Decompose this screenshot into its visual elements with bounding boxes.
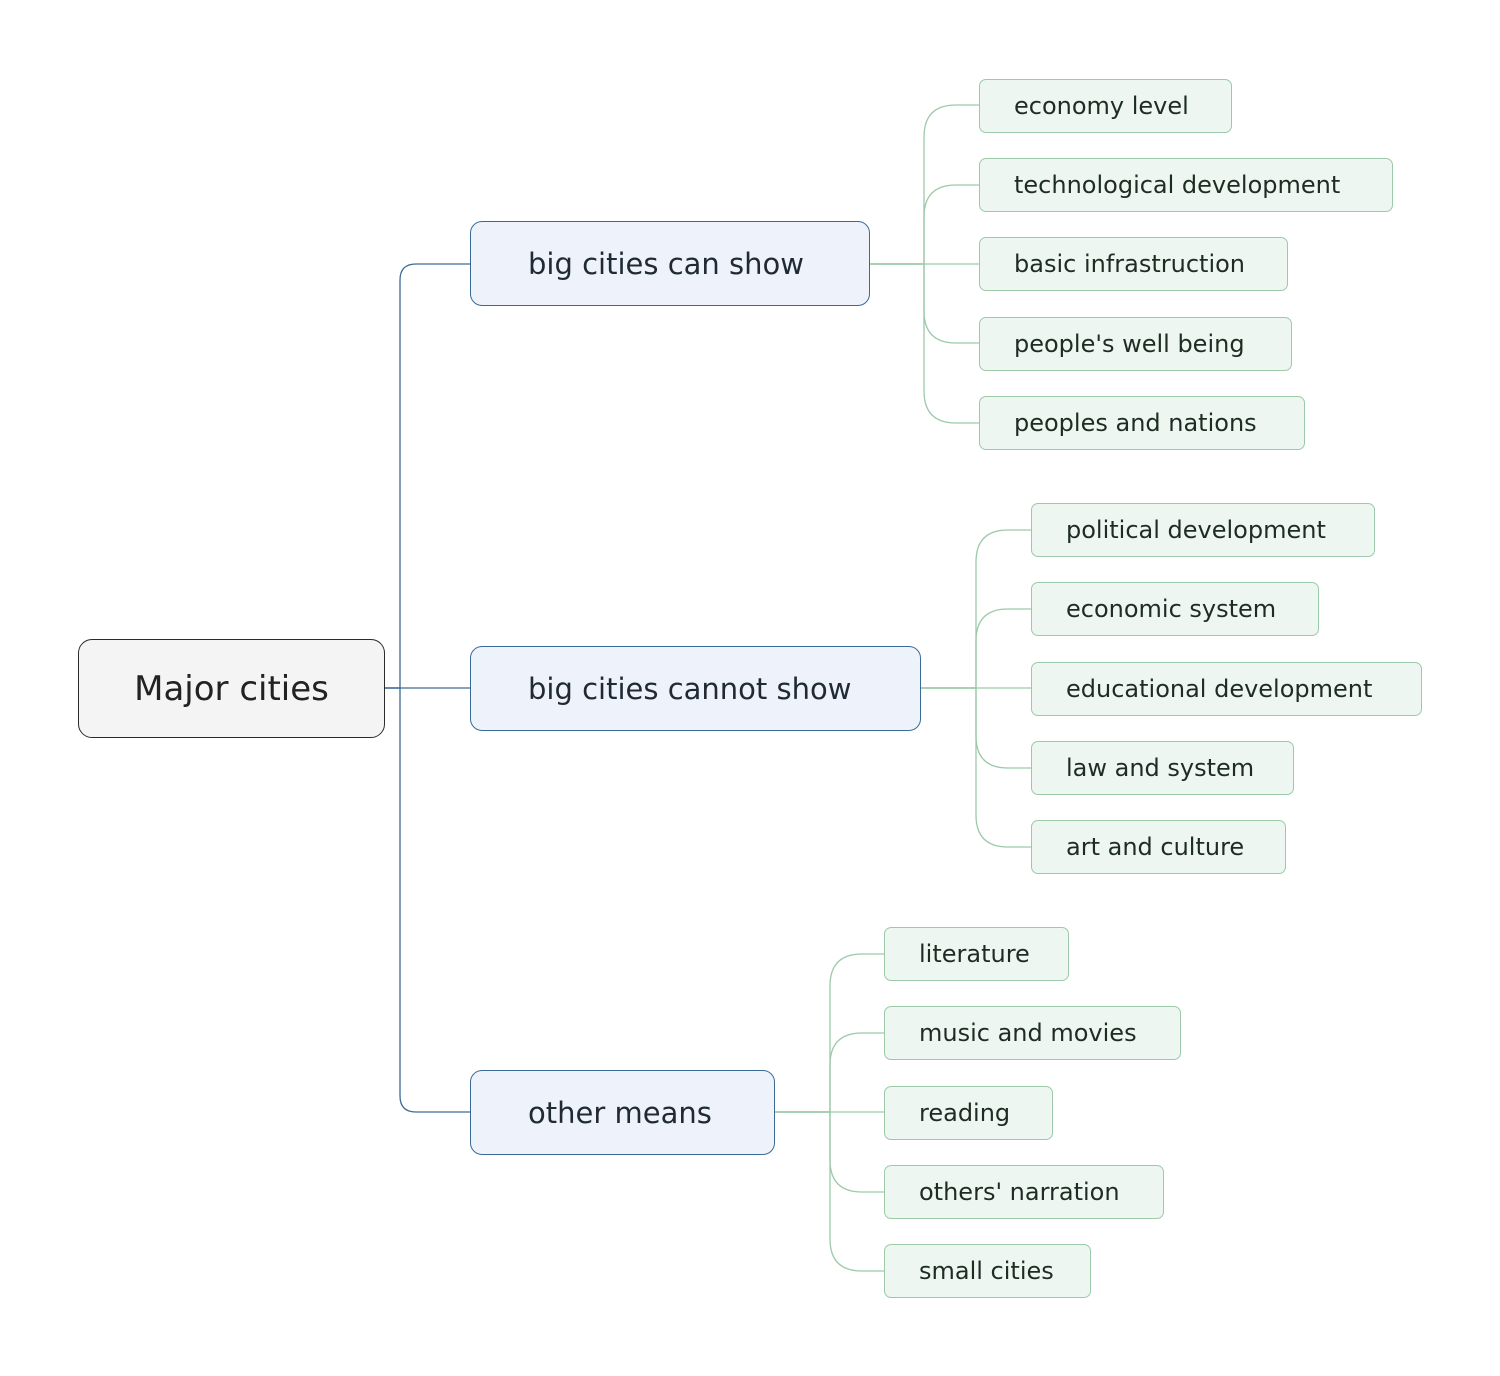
root-connector-2 bbox=[385, 687, 470, 1113]
leaf-node-peoples-and-nations[interactable]: peoples and nations bbox=[979, 396, 1305, 450]
leaf-node-literature[interactable]: literature bbox=[884, 927, 1069, 981]
branch-node-other-means[interactable]: other means bbox=[470, 1070, 775, 1155]
leaf-node-law-and-system[interactable]: law and system bbox=[1031, 741, 1294, 795]
leaf-node-basic-infrastruction[interactable]: basic infrastruction bbox=[979, 237, 1288, 291]
branch-node-big-cities-cannot-show[interactable]: big cities cannot show bbox=[470, 646, 921, 731]
leaf-connector-0-1 bbox=[870, 184, 979, 265]
leaf-connector-1-4 bbox=[921, 687, 1031, 848]
leaf-connector-2-0 bbox=[775, 953, 884, 1113]
leaf-connector-2-4 bbox=[775, 1111, 884, 1272]
leaf-node-others-narration[interactable]: others' narration bbox=[884, 1165, 1164, 1219]
leaf-node-music-and-movies[interactable]: music and movies bbox=[884, 1006, 1181, 1060]
leaf-node-political-development[interactable]: political development bbox=[1031, 503, 1375, 557]
leaf-node-small-cities[interactable]: small cities bbox=[884, 1244, 1091, 1298]
leaf-node-technological-development[interactable]: technological development bbox=[979, 158, 1393, 212]
leaf-connector-1-1 bbox=[921, 608, 1031, 689]
leaf-connector-1-0 bbox=[921, 529, 1031, 689]
leaf-node-educational-development[interactable]: educational development bbox=[1031, 662, 1422, 716]
branch-node-big-cities-can-show[interactable]: big cities can show bbox=[470, 221, 870, 306]
leaf-node-peoples-well-being[interactable]: people's well being bbox=[979, 317, 1292, 371]
leaf-node-economy-level[interactable]: economy level bbox=[979, 79, 1232, 133]
leaf-connector-0-4 bbox=[870, 263, 979, 424]
leaf-node-economic-system[interactable]: economic system bbox=[1031, 582, 1319, 636]
root-connector-0 bbox=[385, 263, 470, 689]
root-node-major-cities[interactable]: Major cities bbox=[78, 639, 385, 738]
leaf-node-reading[interactable]: reading bbox=[884, 1086, 1053, 1140]
leaf-connector-2-1 bbox=[775, 1032, 884, 1113]
leaf-node-art-and-culture[interactable]: art and culture bbox=[1031, 820, 1286, 874]
leaf-connector-0-0 bbox=[870, 104, 979, 265]
